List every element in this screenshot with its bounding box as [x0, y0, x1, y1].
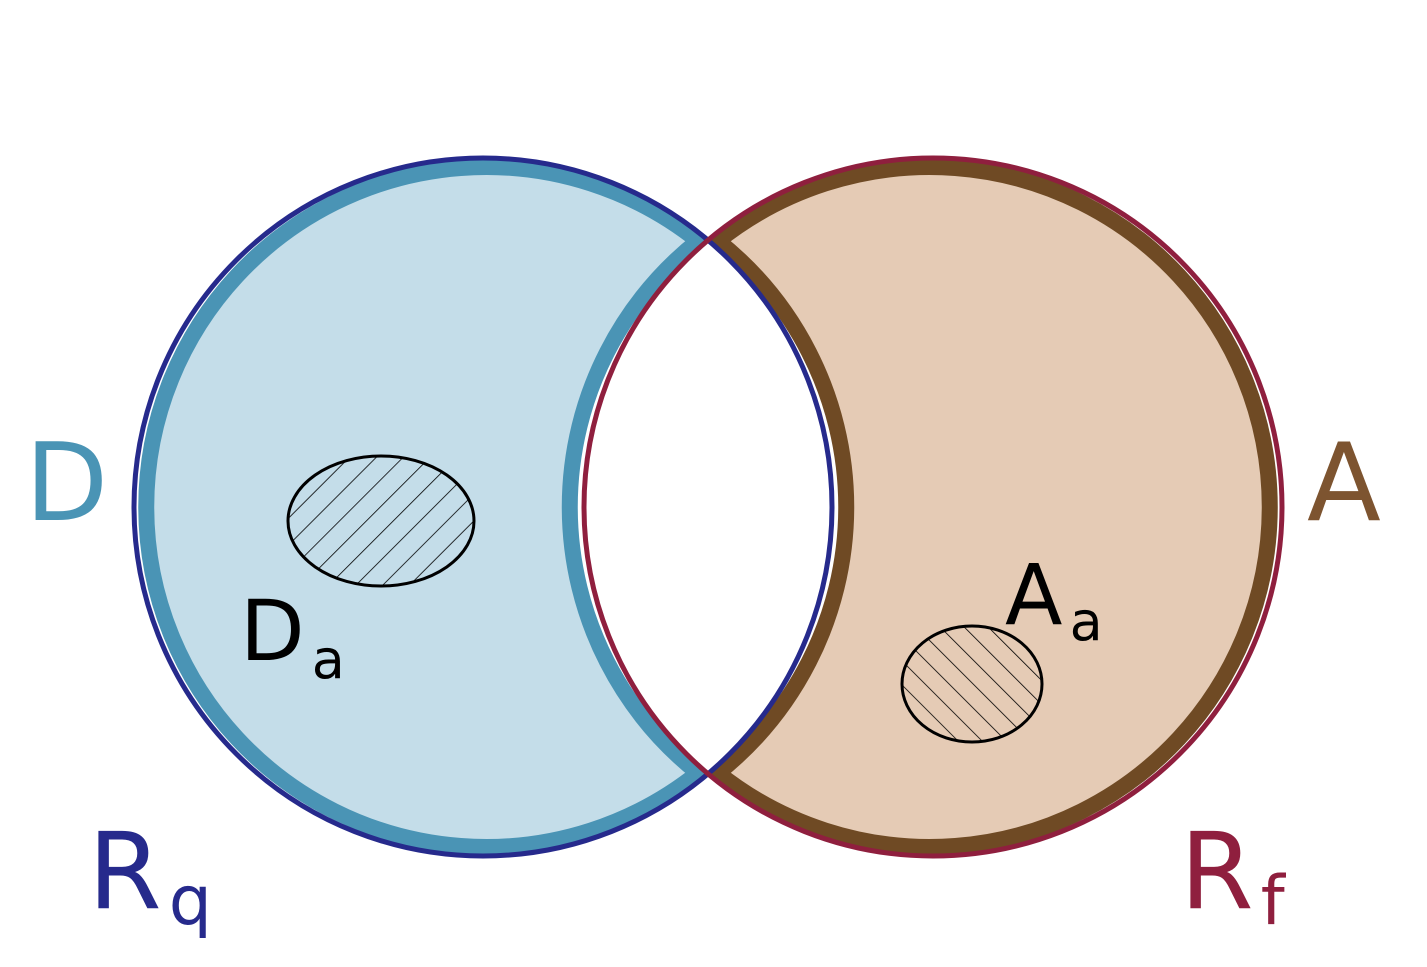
- label-d: D: [25, 421, 108, 546]
- label-aa: A a: [1005, 546, 1103, 653]
- label-aa-sub: a: [1070, 590, 1103, 653]
- label-rq-sub: q: [169, 862, 212, 941]
- label-da-main: D: [240, 582, 305, 680]
- label-rf-main: R: [1180, 810, 1254, 933]
- da-subset: [286, 454, 476, 588]
- rq-circle: [131, 155, 835, 859]
- label-da: D a: [240, 582, 345, 691]
- label-rq: R q: [88, 810, 212, 941]
- rf-circle: [581, 155, 1285, 859]
- aa-subset: [900, 624, 1044, 744]
- label-aa-main: A: [1005, 546, 1062, 644]
- label-rf-sub: f: [1261, 862, 1287, 941]
- label-rq-main: R: [88, 810, 162, 933]
- label-a: A: [1307, 421, 1381, 546]
- label-rf: R f: [1180, 810, 1287, 941]
- label-da-sub: a: [312, 628, 345, 691]
- region-a: [710, 159, 1278, 855]
